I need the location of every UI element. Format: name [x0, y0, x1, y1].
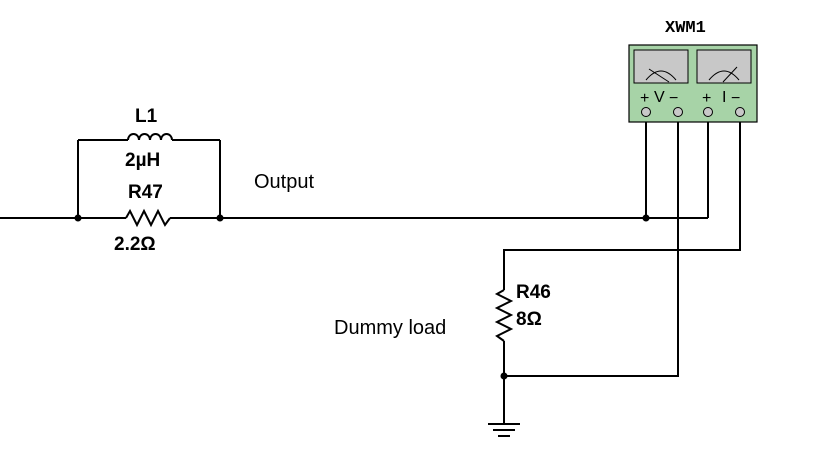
inductor-l1 [77, 133, 221, 218]
inductor-ref-label: L1 [135, 106, 158, 127]
output-label: Output [254, 171, 314, 193]
wattmeter-ref-label: XWM1 [665, 19, 706, 38]
ammeter-dial-icon [708, 66, 740, 83]
ammeter-display [696, 49, 752, 84]
current-label: I [722, 89, 726, 106]
junction-dot [216, 214, 224, 222]
current-minus-lead [503, 112, 741, 290]
resistor-r47-ref-label: R47 [128, 182, 163, 203]
ground-icon [488, 423, 520, 437]
inductor-value-label: 2µH [125, 150, 160, 171]
voltmeter-dial-icon [645, 68, 677, 83]
junction-dot [74, 214, 82, 222]
voltage-minus-lead [504, 112, 679, 377]
resistor-r47 [78, 208, 220, 228]
voltage-plus-label: + [640, 90, 649, 107]
terminal-voltage-minus[interactable] [673, 107, 683, 117]
voltage-label: V [654, 89, 665, 106]
voltage-minus-label: − [669, 90, 678, 107]
terminal-voltage-plus[interactable] [641, 107, 651, 117]
resistor-r47-value-label: 2.2Ω [114, 234, 156, 255]
resistor-r46-ref-label: R46 [516, 282, 551, 303]
wattmeter-xwm1[interactable]: + V − + I − [628, 44, 758, 123]
terminal-current-minus[interactable] [735, 107, 745, 117]
resistor-r46 [494, 289, 514, 424]
terminal-current-plus[interactable] [703, 107, 713, 117]
dummy-load-label: Dummy load [334, 317, 446, 339]
current-plus-label: + [702, 90, 711, 107]
voltmeter-display [633, 49, 689, 84]
current-minus-label: − [731, 90, 740, 107]
resistor-r46-value-label: 8Ω [516, 309, 542, 330]
